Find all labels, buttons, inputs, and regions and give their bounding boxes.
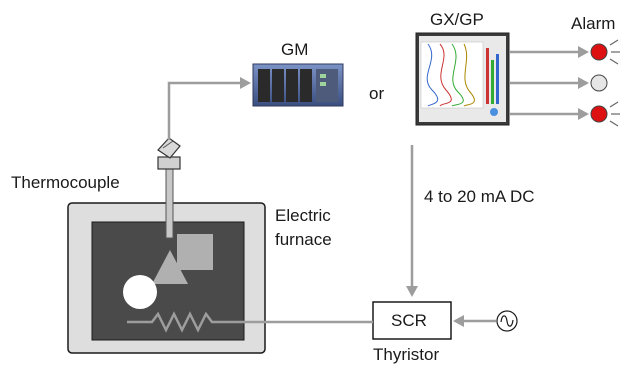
scr-box <box>372 301 452 340</box>
alarm-line-1 <box>510 46 589 58</box>
ac-source-icon <box>496 310 518 332</box>
scr-label: SCR <box>391 311 427 330</box>
alarm-lamp-1-icon <box>590 39 620 65</box>
power-line-to-scr <box>453 315 496 327</box>
electric-furnace <box>67 202 266 354</box>
thermocouple-icon <box>157 137 181 239</box>
signal-label: 4 to 20 mA DC <box>424 187 535 206</box>
gxgp-label: GX/GP <box>430 10 484 29</box>
alarm-lamp-2-icon <box>590 74 608 92</box>
signal-line-to-scr <box>406 145 418 297</box>
gm-device-icon <box>252 63 344 107</box>
alarm-lamp-3-icon <box>590 101 620 127</box>
electric-label: Electric <box>275 206 331 225</box>
alarm-line-3 <box>510 108 589 120</box>
furnace-triangle-shape <box>152 250 188 284</box>
or-label: or <box>369 84 385 103</box>
thermocouple-label: Thermocouple <box>11 173 120 192</box>
gxgp-recorder-icon <box>415 32 510 126</box>
gm-label: GM <box>281 40 309 59</box>
alarm-label: Alarm <box>571 14 616 33</box>
thyristor-label: Thyristor <box>373 345 440 364</box>
signal-line-to-gm <box>167 77 251 140</box>
furnace-label: furnace <box>275 230 332 249</box>
furnace-circle-shape <box>123 275 157 309</box>
alarm-line-2 <box>510 77 589 89</box>
furnace-square-shape <box>177 234 213 270</box>
heater-coil-icon <box>127 311 244 333</box>
